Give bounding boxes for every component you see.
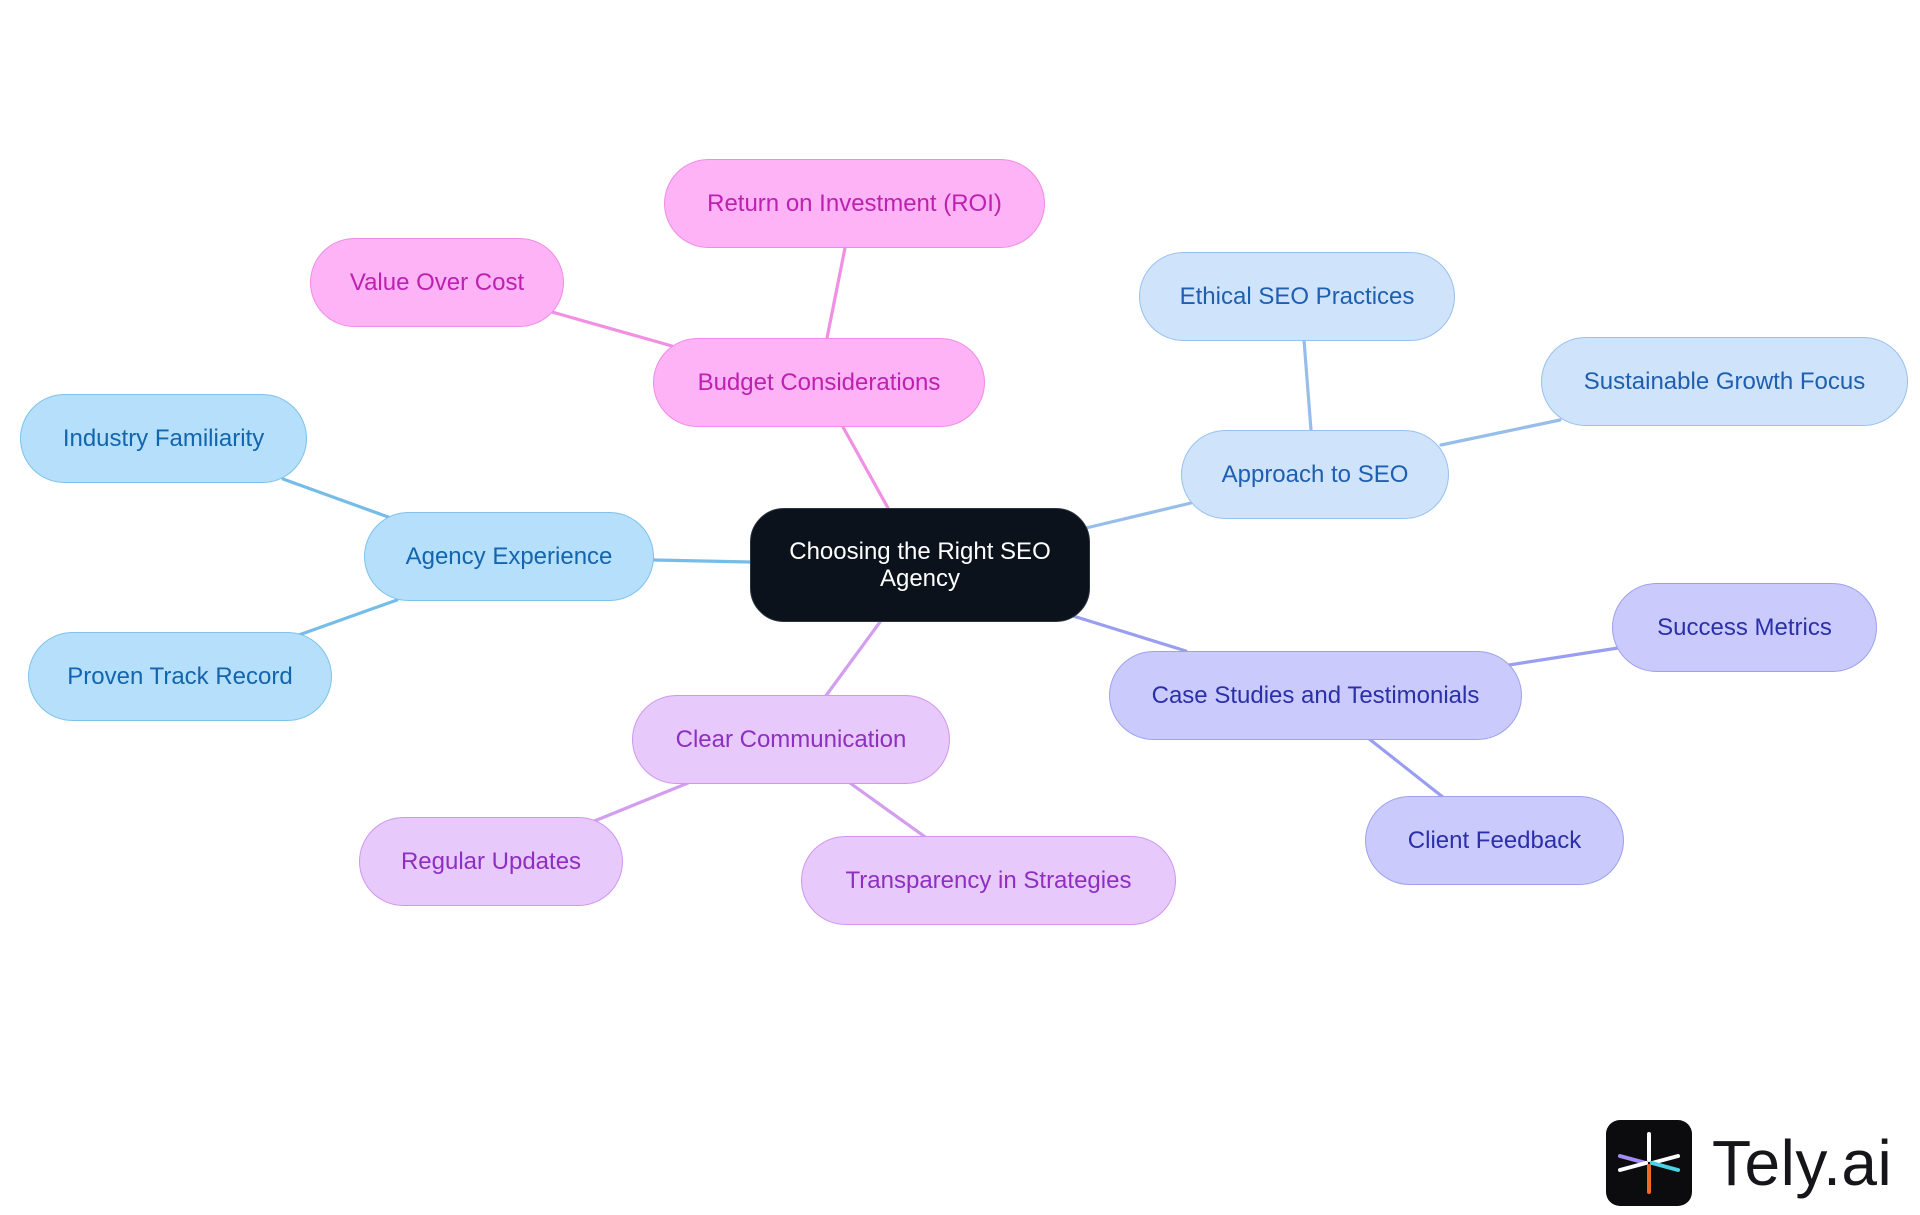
leaf-return-on-investment: Return on Investment (ROI) [664, 159, 1045, 248]
branch-label: Case Studies and Testimonials [1151, 681, 1480, 709]
branch-label: Clear Communication [675, 725, 907, 753]
leaf-label: Industry Familiarity [62, 424, 265, 452]
branch-budget-considerations: Budget Considerations [653, 338, 985, 427]
leaf-client-feedback: Client Feedback [1365, 796, 1624, 885]
leaf-label: Ethical SEO Practices [1179, 282, 1415, 310]
edge-casestudies-feedback [1366, 736, 1446, 800]
branch-label: Agency Experience [405, 542, 613, 570]
leaf-label: Client Feedback [1407, 826, 1582, 854]
leaf-proven-track-record: Proven Track Record [28, 632, 332, 721]
leaf-regular-updates: Regular Updates [359, 817, 623, 906]
leaf-sustainable-growth-focus: Sustainable Growth Focus [1541, 337, 1908, 426]
central-topic: Choosing the Right SEO Agency [750, 508, 1090, 622]
brand-logo: Tely.ai [1606, 1120, 1892, 1206]
edge-communication-updates [590, 781, 690, 824]
leaf-label: Transparency in Strategies [845, 866, 1132, 894]
edge-experience-track [294, 598, 399, 638]
leaf-value-over-cost: Value Over Cost [310, 238, 564, 327]
leaf-label: Proven Track Record [67, 662, 293, 690]
tely-asterisk-icon [1606, 1120, 1692, 1206]
edge-root-budget [841, 425, 890, 510]
leaf-success-metrics: Success Metrics [1612, 583, 1877, 672]
edge-approach-sustainable [1439, 418, 1562, 447]
leaf-label: Regular Updates [400, 847, 582, 875]
leaf-label: Sustainable Growth Focus [1583, 367, 1866, 395]
brand-name: Tely.ai [1712, 1127, 1893, 1199]
branch-label: Approach to SEO [1221, 460, 1409, 488]
edge-budget-roi [825, 246, 847, 340]
branch-case-studies-testimonials: Case Studies and Testimonials [1109, 651, 1522, 740]
leaf-label: Value Over Cost [349, 268, 525, 296]
edge-root-approach [1084, 501, 1193, 530]
edge-root-experience [652, 558, 752, 564]
leaf-label: Return on Investment (ROI) [707, 189, 1002, 217]
leaf-industry-familiarity: Industry Familiarity [20, 394, 307, 483]
edge-root-communication [823, 620, 882, 699]
branch-label: Budget Considerations [697, 368, 941, 396]
central-topic-label: Choosing the Right SEO Agency [789, 538, 1051, 592]
branch-clear-communication: Clear Communication [632, 695, 950, 784]
edge-experience-industry [281, 477, 393, 520]
branch-approach-to-seo: Approach to SEO [1181, 430, 1449, 519]
edge-approach-ethical [1302, 338, 1313, 432]
edge-root-casestudies [1068, 613, 1188, 653]
leaf-label: Success Metrics [1657, 613, 1832, 641]
leaf-transparency-in-strategies: Transparency in Strategies [801, 836, 1176, 925]
leaf-ethical-seo-practices: Ethical SEO Practices [1139, 252, 1455, 341]
edge-communication-transparency [848, 781, 930, 841]
edge-casestudies-success [1507, 646, 1620, 667]
edge-budget-value [550, 310, 674, 348]
branch-agency-experience: Agency Experience [364, 512, 654, 601]
